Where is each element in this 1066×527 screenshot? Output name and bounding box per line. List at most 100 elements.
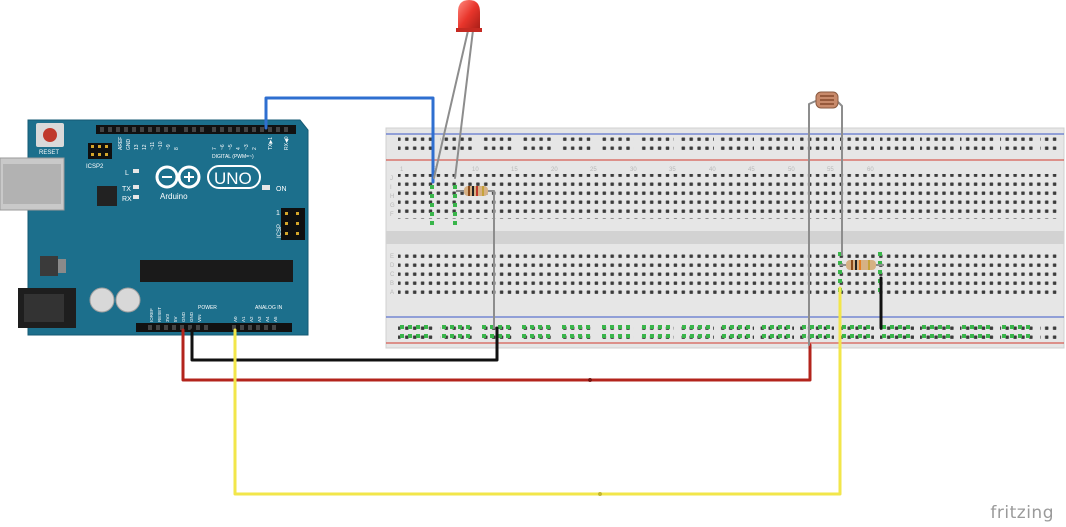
pin-label: ~6 xyxy=(220,144,226,150)
capacitor-1 xyxy=(89,287,115,313)
pin-label: ~9 xyxy=(166,144,172,150)
wire-bend-point xyxy=(598,492,602,496)
col-number: 45 xyxy=(748,167,755,173)
ldr-track xyxy=(820,95,834,105)
row-letter: B xyxy=(390,281,394,287)
led-tx xyxy=(133,185,139,189)
col-number: 20 xyxy=(551,167,558,173)
ldr-lead-left xyxy=(808,99,819,346)
row-letter: G xyxy=(390,203,395,209)
pin-label: GND xyxy=(189,311,194,322)
wire-blue-pin13-to-led[interactable] xyxy=(264,96,435,184)
col-number: 50 xyxy=(788,167,795,173)
led-l xyxy=(133,169,139,173)
icsp-header xyxy=(281,208,305,240)
led-rx xyxy=(133,195,139,199)
wire-red-5v-to-ldr[interactable] xyxy=(181,328,812,382)
dc-jack-inner xyxy=(24,294,64,322)
pin-label: A1 xyxy=(241,316,246,322)
digital-header-sockets xyxy=(100,127,288,132)
regulator-tab xyxy=(58,259,66,273)
pin-label: 4 xyxy=(236,147,242,150)
on-label: ON xyxy=(276,186,287,193)
icsp-pins xyxy=(285,212,299,235)
brand-label: Arduino xyxy=(160,192,188,201)
digital-label: DIGITAL (PWM=~) xyxy=(212,154,254,160)
center-channel xyxy=(386,231,1064,244)
wire-yellow-a0-to-ldr-node[interactable] xyxy=(233,286,842,496)
icsp-label: ICSP xyxy=(277,224,283,238)
arduino-logo-icon xyxy=(155,165,201,189)
one-label: 1 xyxy=(276,210,280,217)
wire-bend-point xyxy=(588,378,592,382)
row-letters: J I H G F E D C B A xyxy=(390,176,395,296)
led-rim xyxy=(456,28,482,32)
row-letter: H xyxy=(390,194,394,200)
pin-label: 7 xyxy=(212,147,218,150)
led-resistor[interactable] xyxy=(456,186,488,196)
red-led[interactable] xyxy=(456,0,482,32)
reset-button-cap[interactable] xyxy=(43,128,57,142)
row-letter: F xyxy=(390,212,394,218)
capacitor-2 xyxy=(115,287,141,313)
digital-pin-labels: AREF GND 13 12 ~11 ~10 ~9 8 7 ~6 ~5 4 ~3… xyxy=(118,136,290,160)
led-lead-cathode xyxy=(454,21,475,179)
pin-label: ~3 xyxy=(244,144,250,150)
col-number: 1 xyxy=(400,167,404,173)
pin-label: A2 xyxy=(249,316,254,322)
pin-label: 2 xyxy=(252,147,258,150)
col-number: 10 xyxy=(472,167,479,173)
wire-black-gnd-to-rail[interactable] xyxy=(190,326,499,362)
led-on xyxy=(262,185,270,190)
pin-label: 3V3 xyxy=(165,313,170,322)
row-letter: I xyxy=(390,185,392,191)
col-number: 35 xyxy=(669,167,676,173)
connected-rail-holes xyxy=(400,325,1030,338)
power-analog-header xyxy=(136,323,292,332)
icsp2-label: ICSP2 xyxy=(86,164,104,170)
breadboard: J I H G F E D C B A 1 5 10 15 20 25 30 3… xyxy=(385,127,1065,349)
col-number: 40 xyxy=(709,167,716,173)
pin-label: RX◀0 xyxy=(284,136,290,150)
pin-label: GND xyxy=(181,311,186,322)
aref-label: AREF xyxy=(118,137,124,150)
photoresistor[interactable] xyxy=(815,91,839,109)
wires xyxy=(181,21,883,496)
power-pin-labels: IOREF RESET 3V3 5V GND GND VIN xyxy=(149,307,202,322)
pin-label: A0 xyxy=(233,316,238,322)
tx-label: TX xyxy=(122,186,131,193)
col-number: 25 xyxy=(590,167,597,173)
pin-label: 13 xyxy=(134,144,140,150)
reset-label: RESET xyxy=(39,150,59,156)
pin-label: 5V xyxy=(173,316,178,322)
arduino-uno-board: RESET ICSP2 AREF GND 13 12 ~11 ~10 ~9 8 … xyxy=(0,119,309,336)
row-letter: A xyxy=(390,290,394,296)
lower-terminal-holes xyxy=(398,252,1060,297)
top-rail-holes xyxy=(398,136,1058,155)
pin-label: ~11 xyxy=(150,142,156,150)
voltage-regulator xyxy=(40,256,58,276)
fritzing-watermark: fritzing xyxy=(990,503,1054,523)
pin-label: TX▶1 xyxy=(268,137,274,150)
usb-inner xyxy=(3,164,61,204)
uno-badge xyxy=(207,165,261,189)
row-letter: D xyxy=(390,263,395,269)
uno-label: UNO xyxy=(214,169,252,188)
row-letter: E xyxy=(390,254,394,260)
ldr-resistor[interactable] xyxy=(840,260,884,270)
pin-label: 12 xyxy=(142,144,148,150)
analog-pin-labels: A0 A1 A2 A3 A4 A5 xyxy=(233,316,278,322)
upper-terminal-holes xyxy=(398,174,1060,219)
microcontroller-chip xyxy=(140,260,293,282)
pin-label: A3 xyxy=(257,316,262,322)
rx-label: RX xyxy=(122,196,132,203)
led-lead-anode xyxy=(433,21,471,179)
analog-label: ANALOG IN xyxy=(255,305,283,311)
pin-label: ~5 xyxy=(228,144,234,150)
gnd-label: GND xyxy=(126,139,132,151)
icsp2-pins xyxy=(91,145,108,156)
pin-label: IOREF xyxy=(149,308,154,322)
col-number: 60 xyxy=(867,167,874,173)
power-label: POWER xyxy=(198,305,217,311)
pin-label: A4 xyxy=(265,316,270,322)
